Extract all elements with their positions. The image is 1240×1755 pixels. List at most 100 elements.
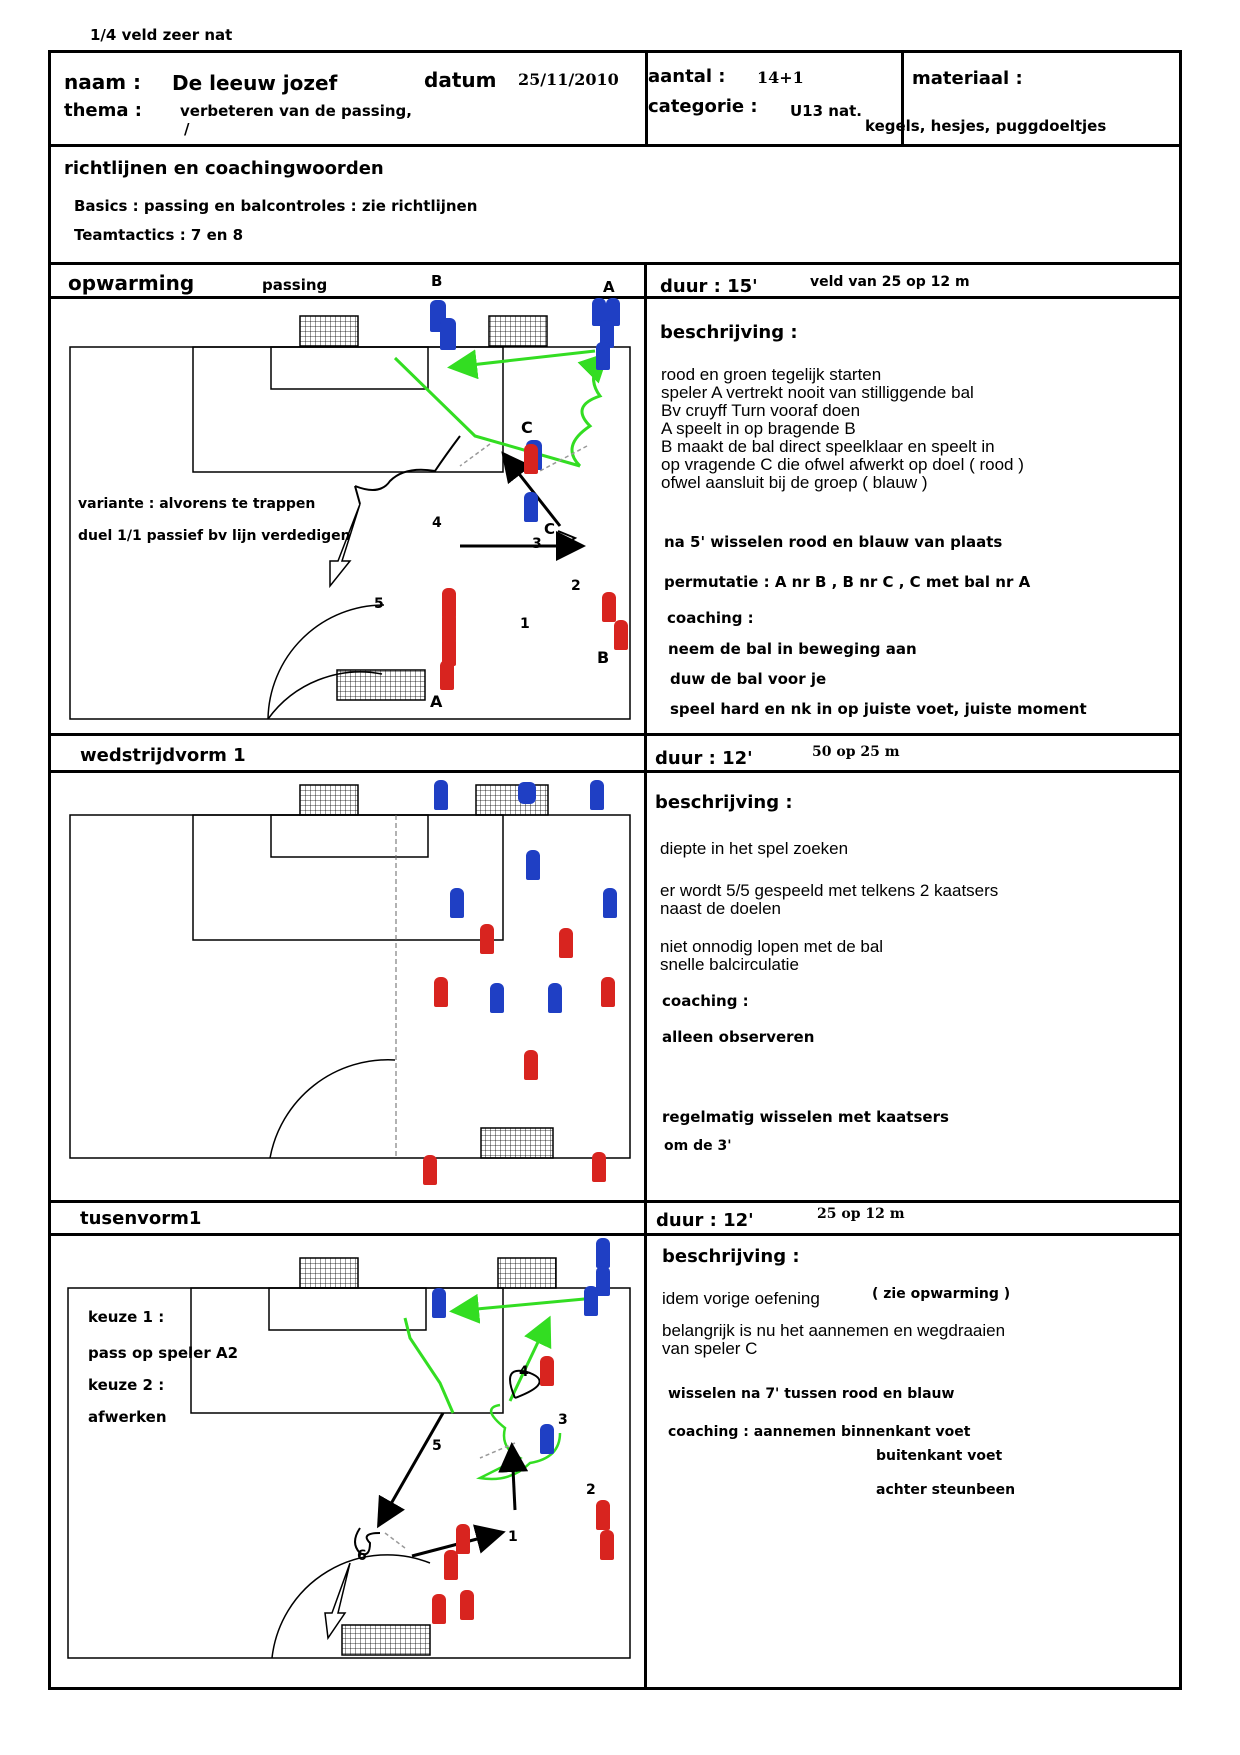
option1-text: pass op speler A2 [88,1344,239,1362]
desc-line: op vragende C die ofwel afwerkt op doel … [661,455,1024,474]
coaching-point: speel hard en nk in op juiste voet, juis… [670,700,1087,718]
pass-number: 5 [374,596,384,612]
blue-player [603,888,617,918]
aantal-label: aantal : [648,66,726,87]
section2-title: wedstrijdvorm 1 [80,745,246,766]
pass-number: 3 [532,536,542,552]
blue-player [600,320,614,348]
red-player [432,1594,446,1624]
pass-number: 2 [586,1482,596,1498]
section1-subtitle: passing [262,276,328,294]
thema-label: thema : [64,100,142,121]
red-player [601,977,615,1007]
label-c-small: C [544,520,556,538]
desc-line: speler A vertrekt nooit van stilliggende… [661,383,974,402]
blue-player [526,850,540,880]
blue-player [432,1288,446,1318]
pass-number: 3 [558,1412,568,1428]
datum-value: 25/11/2010 [518,70,619,89]
section-rule [48,296,1182,299]
blue-player [450,888,464,918]
pass-number: 2 [571,578,581,594]
blue-player [540,1424,554,1454]
variant-line1: variante : alvorens te trappen [78,496,316,512]
coaching-point: neem de bal in beweging aan [668,640,917,658]
red-player [444,1550,458,1580]
tusenvorm-diagram [67,1257,631,1659]
blue-player [596,1266,610,1296]
field-condition-note: 1/4 veld zeer nat [90,26,233,44]
blue-player [524,492,538,522]
pass-number: 4 [519,1364,529,1380]
label-a-top: A [603,278,615,296]
pass-number: 6 [357,1548,367,1564]
section1-switch-note: na 5' wisselen rood en blauw van plaats [664,533,1003,551]
red-player [559,928,573,958]
section1-coaching-label: coaching : [667,609,754,627]
red-player [596,1500,610,1530]
naam-label: naam : [64,70,142,94]
section-rule [48,733,1182,736]
red-player [602,592,616,622]
section3-beschrijving: beschrijving : [662,1246,800,1267]
red-player [480,924,494,954]
section1-description: rood en groen tegelijk starten speler A … [661,366,1024,492]
header-divider [901,52,904,144]
option2-label: keuze 2 : [88,1376,165,1394]
blue-player [434,780,448,810]
desc-line: ofwel aansluit bij de groep ( blauw ) [661,473,928,492]
thema-value: verbeteren van de passing, [180,102,412,120]
section2-duration: duur : 12' [655,748,753,769]
blue-player [592,298,606,326]
section1-duration: duur : 15' [660,276,758,297]
option1-label: keuze 1 : [88,1308,165,1326]
red-player [614,620,628,650]
section2-desc-line: snelle balcirculatie [660,955,799,974]
label-b-top: B [431,272,443,290]
section1-permutation: permutatie : A nr B , B nr C , C met bal… [664,573,1031,591]
section3-title: tusenvorm1 [80,1208,202,1229]
blue-player [584,1286,598,1316]
desc-line: Bv cruyff Turn vooraf doen [661,401,861,420]
section3-switch-note: wisselen na 7' tussen rood en blauw [668,1386,955,1402]
pass-number: 1 [508,1529,518,1545]
materiaal-label: materiaal : [912,68,1023,89]
option2-text: afwerken [88,1408,167,1426]
blue-player [490,983,504,1013]
section3-field-size: 25 op 12 m [817,1206,905,1222]
red-player [442,588,456,618]
blue-player [606,298,620,326]
guidelines-teamtactics: Teamtactics : 7 en 8 [74,226,244,244]
label-a-bottom: A [430,692,443,711]
section2-desc-line: naast de doelen [660,899,781,918]
desc-line: B maakt de bal direct speelklaar en spee… [661,437,995,456]
header-bottom-rule [48,144,1182,147]
section2-beschrijving: beschrijving : [655,792,793,813]
section-rule [48,262,1182,265]
categorie-value: U13 nat. [790,102,862,120]
section1-title: opwarming [68,271,195,295]
guidelines-title: richtlijnen en coachingwoorden [64,158,384,179]
header-divider [645,52,648,144]
red-player [442,612,456,642]
section2-desc-line: er wordt 5/5 gespeeld met telkens 2 kaat… [660,881,999,900]
datum-label: datum [424,68,497,92]
section-rule [48,770,1182,773]
desc-line: rood en groen tegelijk starten [661,365,882,384]
section3-desc-line: idem vorige oefening [662,1289,820,1308]
label-b-bottom: B [597,648,610,667]
blue-player [548,983,562,1013]
opwarming-diagram [69,315,631,720]
red-player [524,1050,538,1080]
pass-number: 4 [432,515,442,531]
coaching-point: duw de bal voor je [670,670,827,688]
section2-coaching-label: coaching : [662,992,749,1010]
red-player [442,636,456,666]
red-player [540,1356,554,1386]
red-player [600,1530,614,1560]
section3-coaching-point: achter steunbeen [876,1482,1016,1498]
column-divider [644,262,647,1690]
label-c: C [521,418,533,437]
section-rule [48,1200,1182,1203]
materiaal-value: kegels, hesjes, puggdoeltjes [865,117,1107,135]
